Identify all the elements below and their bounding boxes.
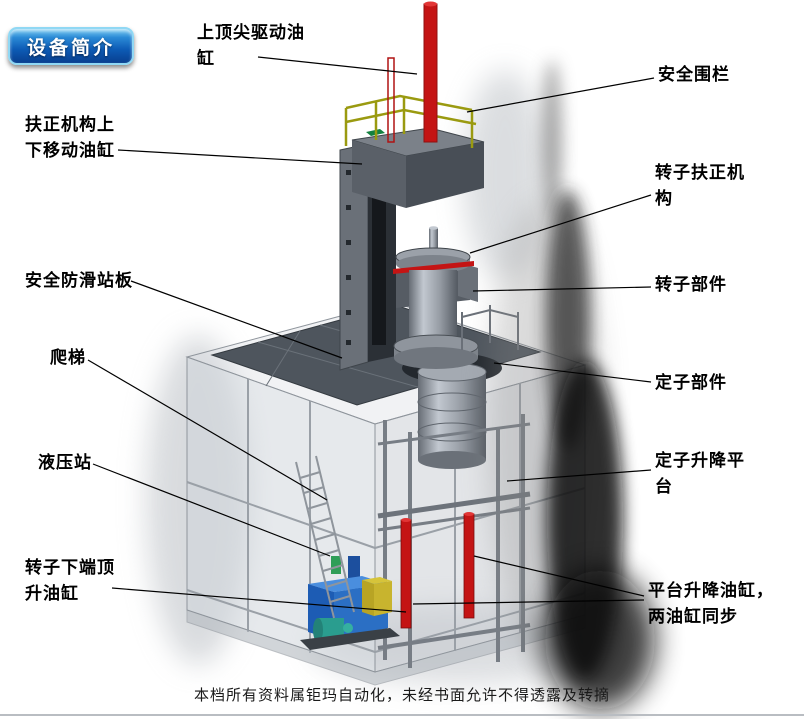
smoke-shadow [487, 60, 655, 710]
label-righting-updown-cylinder: 扶正机构上下移动油缸 [25, 115, 115, 161]
ladder-graphic [295, 455, 355, 619]
label-platform-lift-cylinders: 平台升降油缸，两油缸同步 [648, 581, 774, 627]
section-badge-label: 设备简介 [26, 37, 115, 59]
label-hydraulic-station: 液压站 [38, 453, 92, 472]
label-stator-part: 定子部件 [655, 373, 727, 392]
label-anti-slip-plate: 安全防滑站板 [25, 271, 133, 290]
rotor-assembly [393, 226, 479, 369]
label-rotor-part: 转子部件 [655, 275, 727, 294]
bottom-edge-line [0, 714, 804, 716]
top-drive-cylinder-graphic [387, 1, 438, 143]
head-box [351, 127, 485, 208]
hydraulic-station-graphic [300, 556, 400, 650]
stator-assembly [417, 362, 487, 469]
footer-disclaimer: 本档所有资料属钜玛自动化，未经书面允许不得透露及转摘 [193, 687, 610, 704]
section-badge: 设备简介 [8, 27, 134, 65]
leader-lines [87, 56, 655, 613]
label-rotor-jack-cylinder: 转子下端顶升油缸 [25, 558, 115, 604]
label-rotor-righting: 转子扶正机构 [655, 163, 745, 209]
label-stator-lift-platform: 定子升降平台 [655, 451, 745, 497]
label-ladder: 爬梯 [50, 348, 86, 367]
platform-lift-cylinders-graphic [400, 512, 475, 629]
label-top-drive-cylinder: 上顶尖驱动油缸 [197, 23, 305, 69]
label-safety-fence: 安全围栏 [658, 65, 730, 84]
